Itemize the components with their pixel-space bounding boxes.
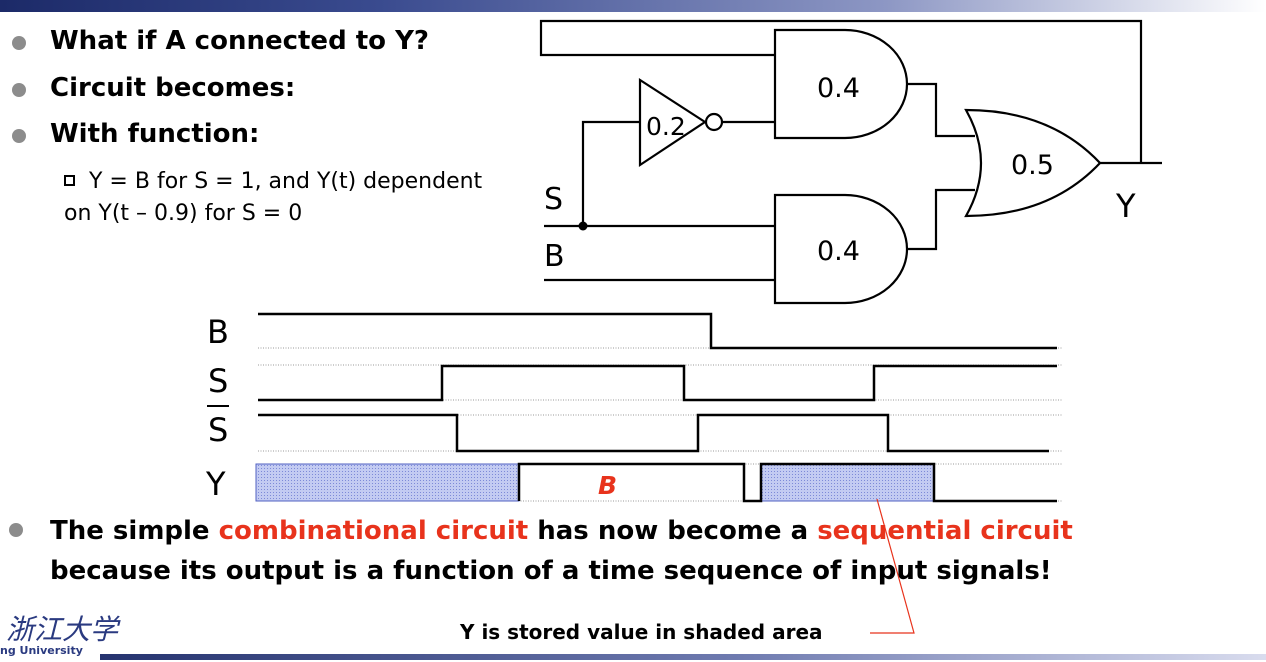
bullet-dot-icon	[12, 129, 26, 143]
waveform-s-bar	[258, 413, 1049, 453]
timing-label-s: S	[208, 362, 228, 400]
and-bottom-out-wire	[907, 188, 975, 251]
logo-caption: ng University	[0, 644, 83, 657]
inverter-bubble	[704, 112, 724, 132]
function-subpoint: Y = B for S = 1, and Y(t) dependent on Y…	[64, 166, 524, 230]
highlight-combinational: combinational circuit	[218, 516, 529, 546]
conclusion-part-1: The simple	[50, 516, 219, 546]
top-banner-bar	[0, 0, 1266, 12]
y-value-annotation: B	[598, 471, 617, 500]
conclusion-line-2: because its output is a function of a ti…	[50, 556, 1052, 586]
bullet-text: What if A connected to Y?	[50, 26, 429, 56]
bullet-dot-icon	[12, 83, 26, 97]
waveform-b	[258, 312, 1057, 350]
timing-diagram	[255, 312, 1062, 503]
s-branch-wire	[581, 120, 640, 226]
annotation-pointer-line	[870, 498, 915, 634]
conclusion-part-3: has now become a	[528, 516, 818, 546]
bullet-text: Circuit becomes:	[50, 73, 296, 103]
feedback-wire	[539, 19, 1143, 162]
subpoint-line-2: on Y(t – 0.9) for S = 0	[64, 201, 303, 226]
highlight-sequential: sequential circuit	[817, 516, 1073, 546]
timing-label-s-bar: S	[208, 411, 228, 449]
bullet-text: With function:	[50, 119, 260, 149]
and-gate-bottom	[773, 193, 909, 305]
and-gate-top	[773, 28, 909, 140]
y-shaded-region-2	[760, 463, 935, 502]
output-y-label: Y	[1115, 187, 1136, 225]
waveform-y	[517, 462, 1057, 503]
shaded-area-note: Y is stored value in shaded area	[460, 620, 823, 644]
timing-label-y: Y	[205, 465, 226, 503]
or-gate	[964, 108, 1102, 218]
input-b-label: B	[544, 239, 565, 274]
inverter-delay-label: 0.2	[646, 112, 686, 141]
input-s-label: S	[544, 182, 563, 217]
bullet-dot-icon	[9, 523, 23, 537]
conclusion-text: The simple combinational circuit has now…	[50, 511, 1073, 591]
and-top-delay-label: 0.4	[817, 73, 860, 104]
junction-dot	[578, 221, 588, 231]
or-delay-label: 0.5	[1011, 150, 1054, 181]
square-bullet-icon	[64, 174, 75, 186]
timing-label-b: B	[207, 313, 229, 351]
subpoint-line-1: Y = B for S = 1, and Y(t) dependent	[89, 169, 483, 194]
waveform-s	[258, 364, 1057, 402]
and-bottom-delay-label: 0.4	[817, 236, 860, 267]
bottom-banner-bar	[100, 654, 1266, 660]
logo-glyphs: 浙江大学	[6, 613, 119, 646]
y-shaded-region-1	[255, 463, 520, 502]
bullet-dot-icon	[12, 36, 26, 50]
and-top-out-wire	[907, 82, 975, 138]
university-logo: 浙江大学 ng University	[0, 608, 118, 658]
